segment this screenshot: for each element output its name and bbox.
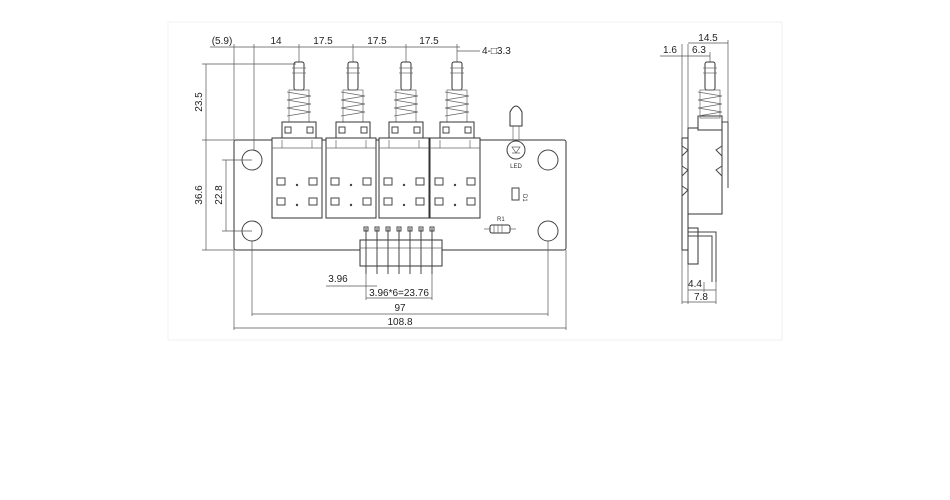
side-dim-top-total: 14.5 [698,33,718,44]
dim-board-width: 108.8 [387,317,412,328]
side-plunger [704,61,716,91]
dim-pin-span: 3.96*6=23.76 [369,288,429,299]
left-dimension-lines [202,63,296,251]
led-label: LED [510,164,522,170]
side-view: 1.6 6.3 14.5 4.4 7.8 [660,33,729,304]
push-switch-4 [429,61,481,219]
dim-pitch-3: 17.5 [419,36,439,47]
push-switch-3 [378,61,430,219]
side-dim-bottom-b: 7.8 [694,292,708,303]
dim-height-board: 36.6 [194,185,205,205]
led [506,105,526,160]
side-connector [687,227,717,282]
side-bottom-dimension-lines [681,250,717,304]
diode-d1 [511,187,520,201]
dim-height-holes: 22.8 [214,185,225,205]
push-switch-2 [325,61,377,219]
dim-offset: (5.9) [212,36,233,47]
dim-hole: 4-□3.3 [482,46,511,57]
top-dimension-lines [210,44,480,150]
resistor-r1 [484,224,516,234]
resistor-label: R1 [497,217,505,223]
push-switch-1 [271,61,323,219]
dim-height-plunger: 23.5 [194,92,205,112]
mounting-hole-top-right [537,149,559,171]
side-dim-bottom-a: 4.4 [688,279,702,290]
diode-label: D1 [521,194,527,202]
front-view: LED D1 R1 [194,36,567,330]
side-top-dimension-lines [660,40,729,138]
dim-pitch-1: 17.5 [313,36,333,47]
dim-pitch-first: 14 [270,36,282,47]
bottom-dimension-lines [233,241,567,330]
dim-hole-span: 97 [394,303,406,314]
side-dim-top-a: 1.6 [663,45,677,56]
pin-header-connector [359,226,443,274]
dim-pin-pitch: 3.96 [328,274,348,285]
side-dim-top-b: 6.3 [692,45,706,56]
dim-pitch-2: 17.5 [367,36,387,47]
